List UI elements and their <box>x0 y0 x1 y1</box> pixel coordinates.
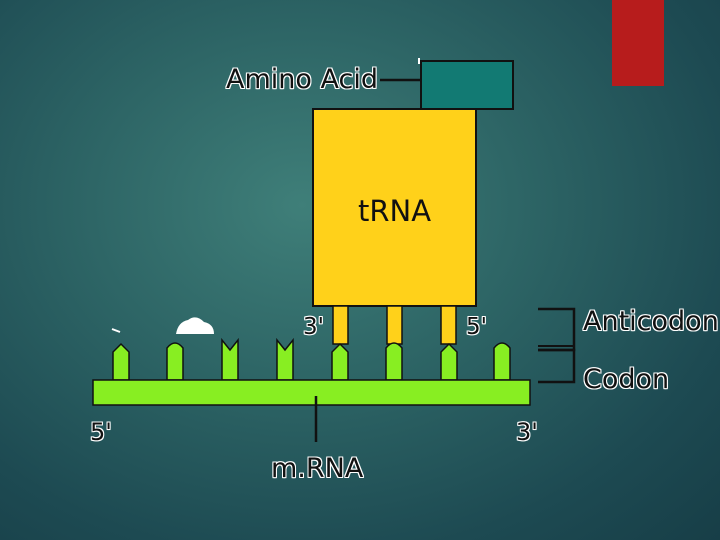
mrna-label: m.RNA <box>271 455 363 482</box>
nucleotide-peg <box>386 343 402 380</box>
nucleotide-peg <box>222 340 238 380</box>
codon-bracket <box>538 350 574 382</box>
nucleotide-peg <box>167 343 183 380</box>
anticodon-leg <box>441 306 456 344</box>
trna-three-prime-label: 3' <box>303 316 324 339</box>
nucleotide-peg <box>494 343 510 380</box>
nucleotide-peg <box>441 344 457 380</box>
anticodon-leg <box>387 306 402 344</box>
trna-five-prime-label: 5' <box>466 316 487 339</box>
nucleotide-peg <box>332 344 348 380</box>
amino-acid-label: Amino Acid <box>226 66 378 93</box>
anticodon-bracket <box>538 309 574 350</box>
trna-label: tRNA <box>358 197 431 226</box>
anticodon-label: Anticodon <box>583 308 719 335</box>
amino-acid-block <box>421 61 513 109</box>
mrna-five-prime-label: 5' <box>90 420 112 444</box>
white-blob <box>176 317 214 334</box>
nucleotide-peg <box>113 344 129 380</box>
nucleotide-peg <box>277 340 293 380</box>
small-tick <box>112 329 120 332</box>
mrna-backbone <box>93 380 530 405</box>
mrna-three-prime-label: 3' <box>516 420 538 444</box>
anticodon-leg <box>333 306 348 344</box>
codon-label: Codon <box>583 366 669 393</box>
